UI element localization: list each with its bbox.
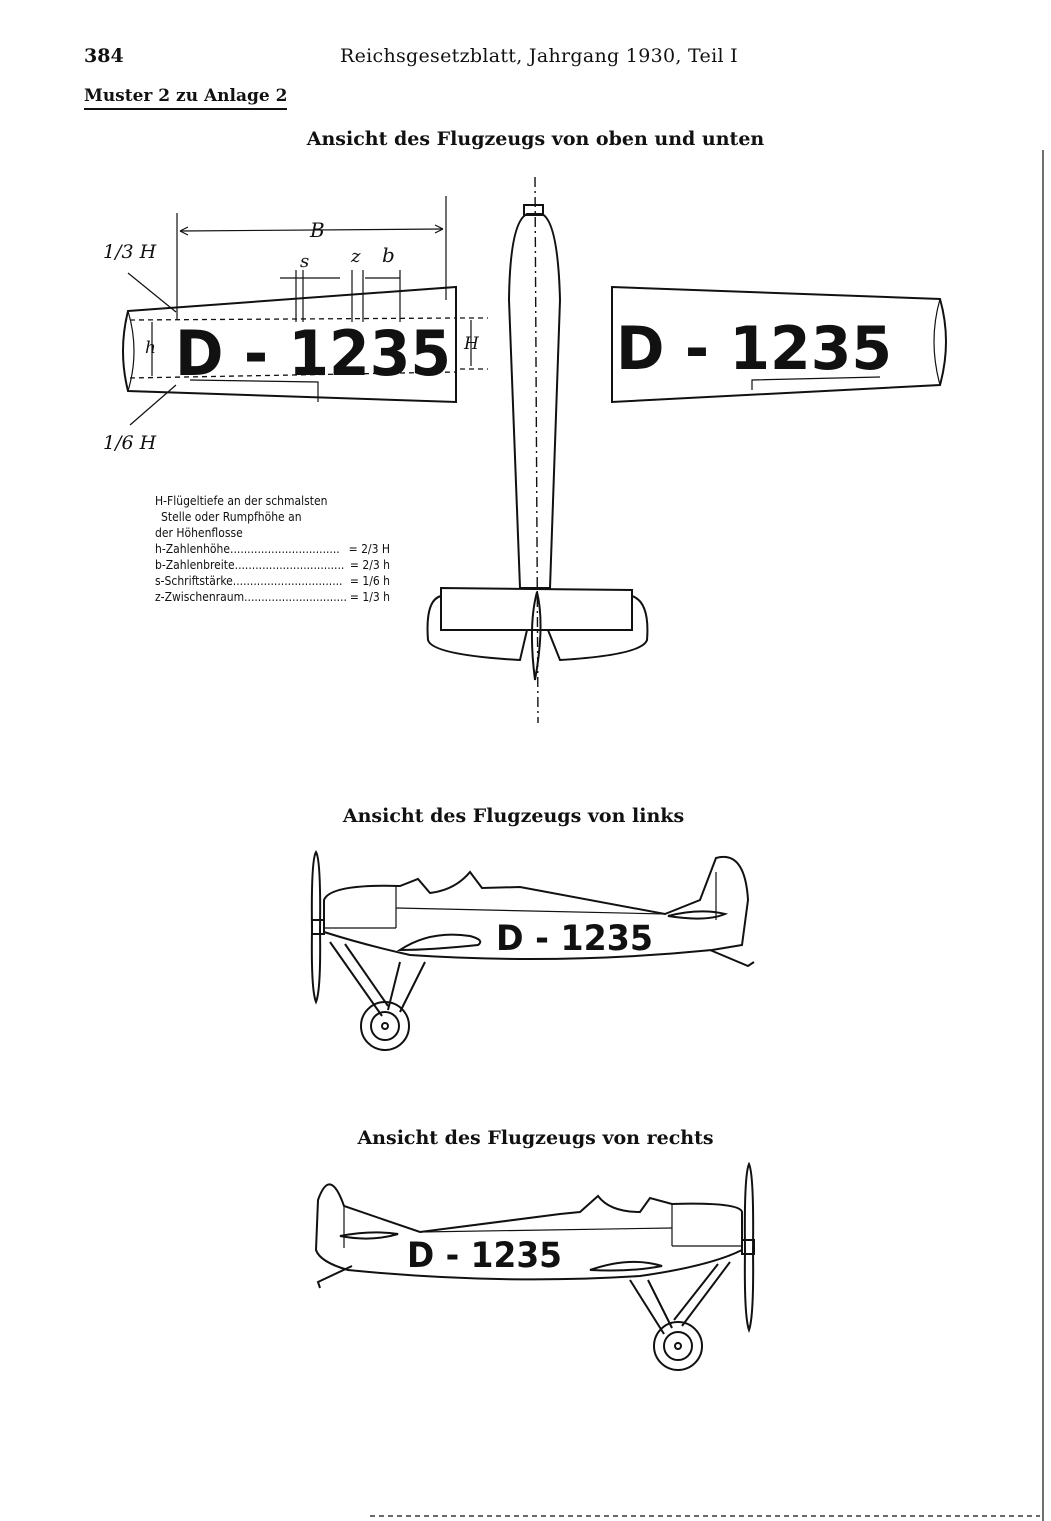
legend-row: s-Schriftstärke ........................… <box>155 573 390 589</box>
leader-dots: ................................ <box>244 590 347 604</box>
title-top-bottom-view: Ansicht des Flugzeugs von oben und unten <box>306 128 765 150</box>
fuselage-top <box>507 213 562 589</box>
title-left-view: Ansicht des Flugzeugs von links <box>342 805 685 827</box>
dimension-B <box>179 228 444 232</box>
registration-right-view: D - 1235 <box>407 1236 562 1276</box>
legend-row-value: = 2/3 h <box>349 558 390 572</box>
right-aileron <box>751 376 881 390</box>
top-view-drawing: B s z b h H 1/3 H 1/6 H D - 1235 <box>103 176 947 724</box>
legend-row: b-Zahlenbreite .........................… <box>155 557 390 573</box>
label-H: H <box>463 334 480 354</box>
label-B: B <box>309 218 325 242</box>
page-number: 384 <box>84 45 124 67</box>
left-view-drawing: D - 1235 <box>310 850 755 1051</box>
right-elevator <box>547 595 649 662</box>
legend-row: z-Zwischenraum .........................… <box>155 589 390 605</box>
legend-row-label: s-Schriftstärke <box>155 574 233 588</box>
legend: H-Flügeltiefe an der schmalsten Stelle o… <box>155 493 390 605</box>
legend-row-label: z-Zwischenraum <box>155 590 245 604</box>
label-z: z <box>350 246 361 267</box>
legend-row: h-Zahlenhöhe ...........................… <box>155 541 390 557</box>
registration-left-wing: D - 1235 <box>175 317 451 390</box>
right-view-drawing: D - 1235 <box>314 1161 755 1371</box>
legend-row-value: = 1/3 h <box>349 590 390 604</box>
left-elevator <box>426 595 528 662</box>
title-right-view: Ansicht des Flugzeugs von rechts <box>357 1127 714 1149</box>
label-s: s <box>300 251 309 272</box>
fuselage-left-view <box>323 855 750 960</box>
fuselage-right-view <box>314 1183 743 1281</box>
legend-row-label: b-Zahlenbreite <box>155 558 235 572</box>
legend-note-line1: H-Flügeltiefe an der schmalsten <box>155 494 328 508</box>
running-head: Reichsgesetzblatt, Jahrgang 1930, Teil I <box>340 45 738 67</box>
wing-right-view <box>589 1260 663 1272</box>
legend-row-label: h-Zahlenhöhe <box>155 542 231 556</box>
leader-dots: ................................ <box>230 542 340 556</box>
propeller-left-view <box>310 850 322 1005</box>
label-one-sixth-H: 1/6 H <box>103 432 157 454</box>
centerline <box>534 176 539 724</box>
spinner <box>523 204 544 216</box>
leader-dots: ................................ <box>234 558 345 572</box>
wheel-right-view <box>653 1321 703 1371</box>
wing-left-view <box>396 933 482 952</box>
legend-note-line3: der Höhenflosse <box>155 526 243 540</box>
propeller-right-view <box>743 1161 755 1333</box>
left-aileron <box>189 379 319 402</box>
legend-row-value: = 1/6 h <box>349 574 390 588</box>
label-b: b <box>382 243 395 267</box>
legend-row-value: = 2/3 H <box>348 542 390 556</box>
legend-note-line2: Stelle oder Rumpfhöhe an <box>161 510 302 524</box>
label-h: h <box>145 338 156 358</box>
leader-dots: ................................ <box>232 574 343 588</box>
registration-right-wing: D - 1235 <box>616 314 892 384</box>
horizontal-stabilizer <box>440 586 633 631</box>
wheel-left-view <box>360 1001 410 1051</box>
left-wing <box>122 285 457 404</box>
label-one-third-H: 1/3 H <box>103 241 157 263</box>
muster-label: Muster 2 zu Anlage 2 <box>84 86 288 110</box>
rudder-top <box>530 591 542 681</box>
registration-left-view: D - 1235 <box>496 919 653 959</box>
